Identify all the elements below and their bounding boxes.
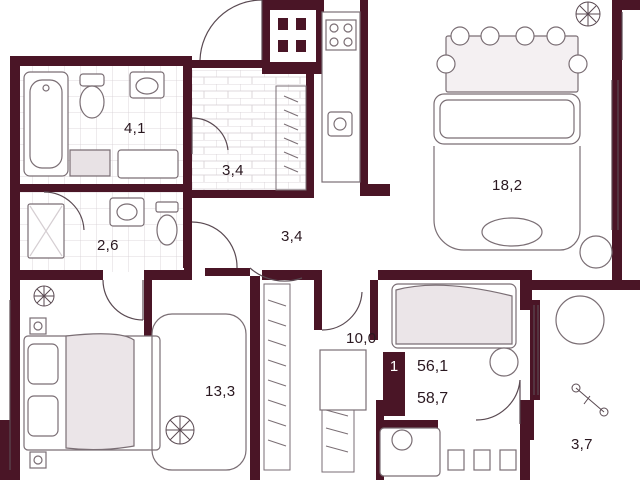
doors [43,0,521,424]
bathroom-area-label: 4,1 [124,120,146,137]
corridor-furniture [319,283,605,477]
radiator-icon [571,383,609,417]
bedroom-furniture [23,313,247,471]
windows [9,12,623,470]
living-furniture [433,26,613,269]
kitchen [321,11,361,183]
wardrobe-area-label: 3,4 [222,162,244,179]
area-with-balcony: 58,7 [417,390,449,407]
toilet-fixtures [27,197,179,259]
total-area: 56,1 [417,358,449,375]
balcony-area-label: 3,7 [571,436,593,453]
hall-area-label: 3,4 [281,228,303,245]
apartment-summary-badge: 1 56,1 58,7 [383,352,539,416]
bedroom-area-label: 13,3 [205,383,236,400]
bathroom-fixtures [23,71,179,179]
living-kitchen-area-label: 18,2 [492,177,523,194]
corridor-area-label: 10,0 [346,330,377,347]
plant-icon [575,1,601,27]
wardrobe-floor [192,70,312,190]
tree-icon [33,285,195,445]
rooms-count: 1 [383,352,405,416]
toilet-area-label: 2,6 [97,237,119,254]
